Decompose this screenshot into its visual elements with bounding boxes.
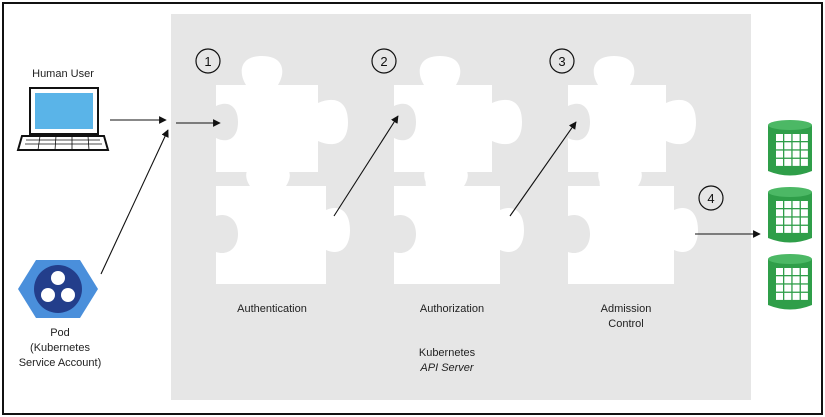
puzzle-piece-icon — [216, 162, 350, 284]
datastore-group — [768, 120, 812, 310]
step-2-marker: 2 — [371, 48, 397, 74]
arrow-authorization-to-admission — [509, 121, 577, 217]
pod-hexagon-icon — [18, 260, 98, 318]
pod-label-line3: Service Account) — [19, 357, 102, 369]
human-user-label: Human User — [32, 68, 94, 80]
arrow-authentication-to-authorization — [333, 115, 399, 217]
authorization-label: Authorization — [420, 303, 484, 315]
step-4-marker: 4 — [698, 185, 724, 211]
step-number: 2 — [380, 54, 387, 69]
database-table-icon — [768, 187, 812, 243]
step-number: 1 — [204, 54, 211, 69]
puzzle-piece-icon — [568, 162, 698, 284]
laptop-icon — [16, 87, 110, 151]
puzzle-piece-icon — [394, 56, 522, 196]
admission-control-puzzle — [568, 56, 698, 284]
admission-control-label: Admission — [601, 303, 652, 315]
database-table-icon — [768, 254, 812, 310]
api-server-title: Kubernetes — [419, 347, 476, 359]
pod-label: Pod — [50, 327, 70, 339]
database-table-icon — [768, 120, 812, 176]
arrow-pod-to-server — [100, 129, 169, 275]
authentication-label: Authentication — [237, 303, 307, 315]
flow-arrows — [100, 115, 761, 275]
admission-control-label-line2: Control — [608, 318, 643, 330]
puzzle-piece-icon — [568, 56, 696, 196]
step-number: 4 — [707, 191, 714, 206]
puzzle-piece-icon — [216, 56, 348, 196]
step-number: 3 — [558, 54, 565, 69]
step-3-marker: 3 — [549, 48, 575, 74]
api-server-subtitle: API Server — [419, 362, 475, 374]
authentication-puzzle — [216, 56, 350, 284]
step-1-marker: 1 — [195, 48, 221, 74]
pod-label-line2: (Kubernetes — [30, 342, 90, 354]
puzzle-piece-icon — [394, 162, 524, 284]
authorization-puzzle — [394, 56, 524, 284]
